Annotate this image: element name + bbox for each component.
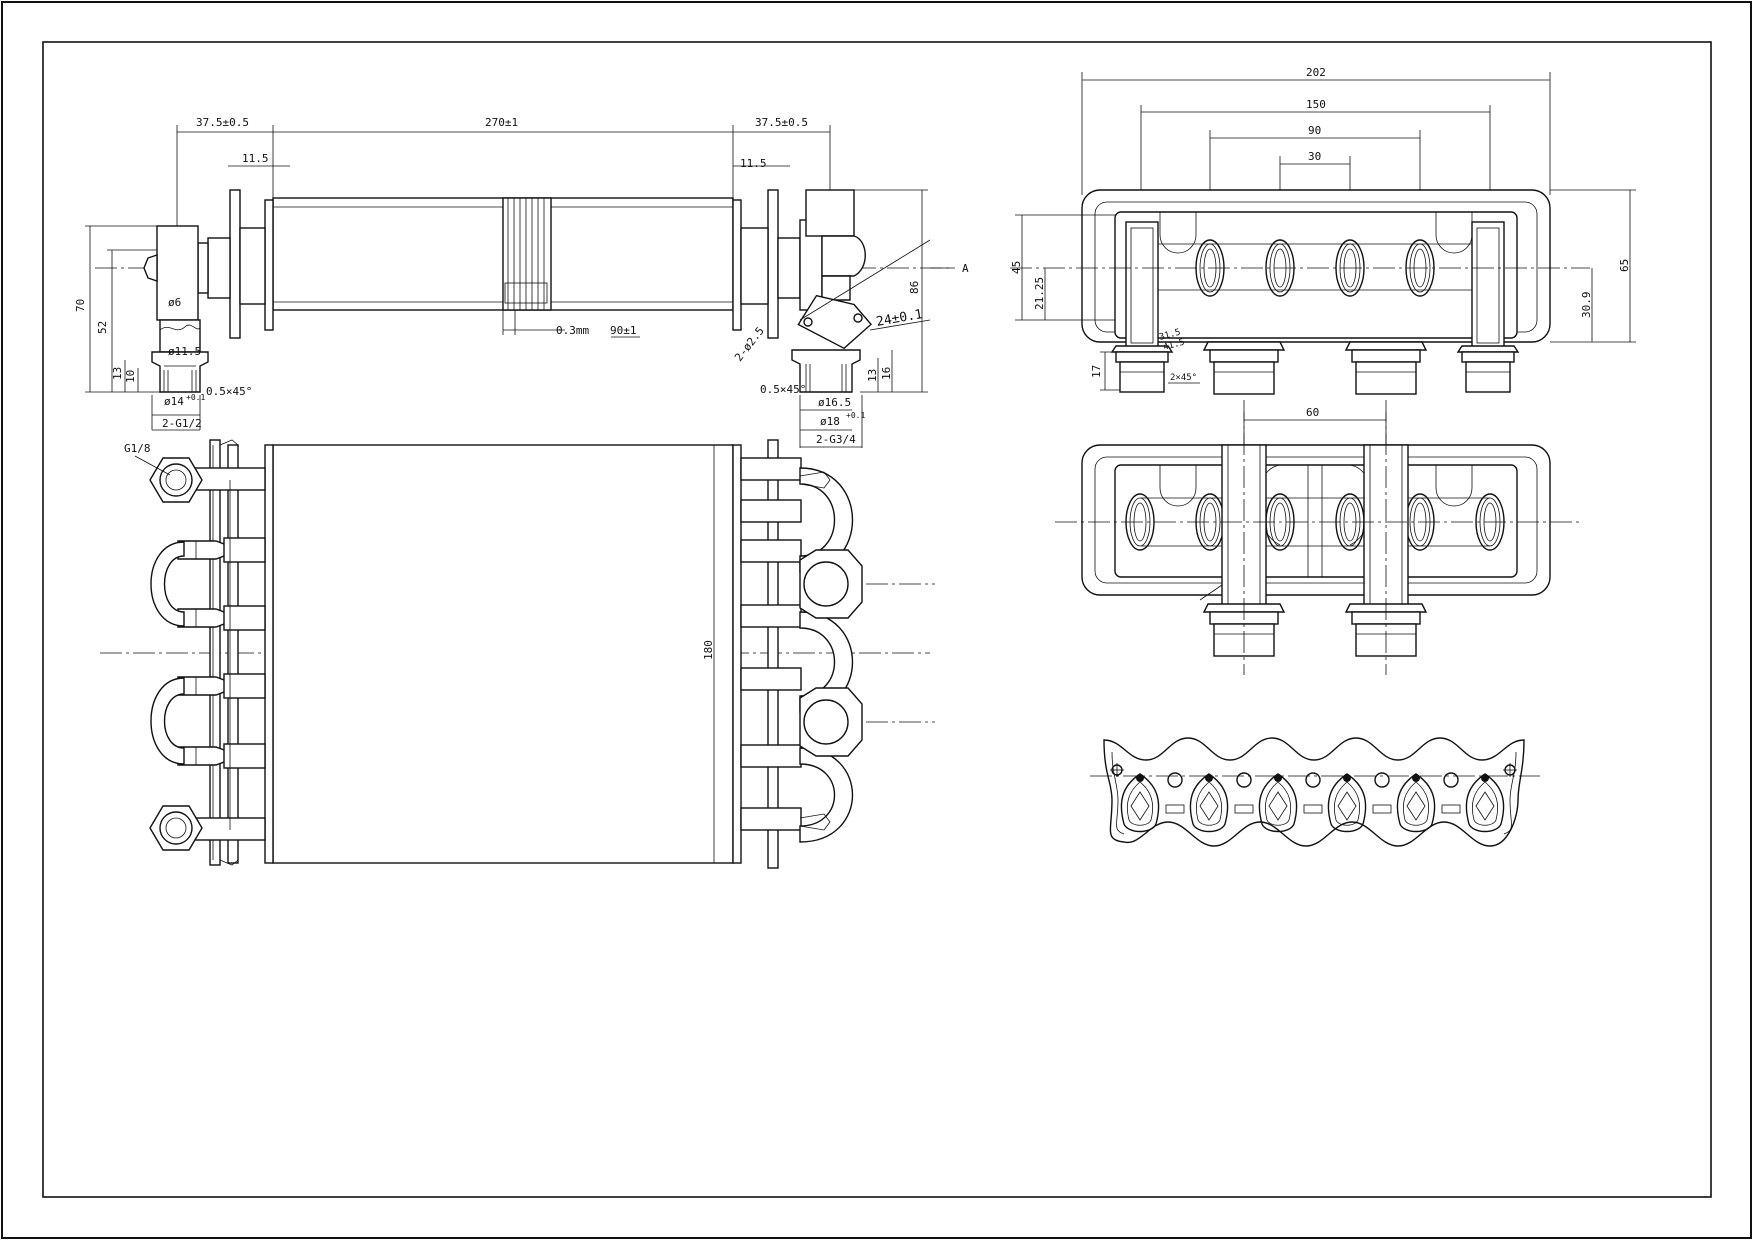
dim-h17: 17 — [1090, 365, 1103, 378]
dim-dia-14: ø14 — [164, 395, 184, 408]
dim-dia-11-5: ø11.5 — [168, 345, 201, 358]
left-plugs — [150, 467, 266, 841]
dim-h45: 45 — [1010, 261, 1023, 274]
baffle-plate — [1090, 737, 1540, 847]
label-g18: G1/8 — [124, 442, 151, 455]
dim-w90: 90 — [1308, 124, 1321, 137]
dim-height-13: 13 — [111, 367, 124, 380]
dim-right-flange: 11.5 — [740, 157, 767, 170]
dim-left-flange: 11.5 — [242, 152, 269, 165]
dim-h65: 65 — [1618, 259, 1631, 272]
dim-height-13r: 13 — [866, 369, 879, 382]
dim-thread-right: 2-G3/4 — [816, 433, 856, 446]
dim-tol-left: +0.1 — [186, 393, 205, 402]
fin-pack — [502, 197, 552, 311]
dim-height-86: 86 — [908, 281, 921, 294]
dim-h21-25: 21.25 — [1033, 277, 1046, 310]
side-view: 37.5±0.5 270±1 37.5±0.5 11.5 11.5 A 0.3m… — [74, 116, 969, 448]
dim-chamfer-left: 0.5×45° — [206, 385, 252, 398]
dim-length: 270±1 — [485, 116, 518, 129]
right-plugs — [740, 457, 863, 843]
dim-thread-left: 2-G1/2 — [162, 417, 202, 430]
dim-right-offset: 37.5±0.5 — [755, 116, 808, 129]
dim-h30-9: 30.9 — [1580, 292, 1593, 319]
view-a-label: A — [962, 262, 969, 275]
dim-chamfer-right: 0.5×45° — [760, 383, 806, 396]
dim-height-180: 180 — [702, 640, 715, 660]
dim-height-70: 70 — [74, 299, 87, 312]
dim-w30: 30 — [1308, 150, 1321, 163]
front-view: 180 G1/8 — [100, 439, 935, 869]
dim-fin-count: 90±1 — [610, 324, 637, 337]
hexnut-bottom — [149, 805, 203, 851]
end-view-mid: 60 — [1055, 400, 1580, 675]
dim-flat-24: 24±0.1 — [875, 307, 924, 330]
end-view-top: 202 150 90 30 — [1010, 66, 1636, 395]
hexnut-top — [149, 457, 203, 503]
dim-height-10: 10 — [124, 370, 137, 383]
dim-w202: 202 — [1306, 66, 1326, 79]
dim-tol-right: +0.1 — [846, 411, 865, 420]
dim-dia-16-5: ø16.5 — [818, 396, 851, 409]
dim-height-52: 52 — [96, 321, 109, 334]
dim-w150: 150 — [1306, 98, 1326, 111]
dim-left-offset: 37.5±0.5 — [196, 116, 249, 129]
dim-w60: 60 — [1306, 406, 1319, 419]
dim-height-16: 16 — [880, 367, 893, 380]
inner-border — [42, 41, 1712, 1198]
dim-chamfer-2x45: 2×45° — [1170, 373, 1197, 383]
dim-fin-thickness: 0.3mm — [556, 324, 589, 337]
dim-dia-6: ø6 — [168, 296, 181, 309]
dim-dia-18: ø18 — [820, 415, 840, 428]
